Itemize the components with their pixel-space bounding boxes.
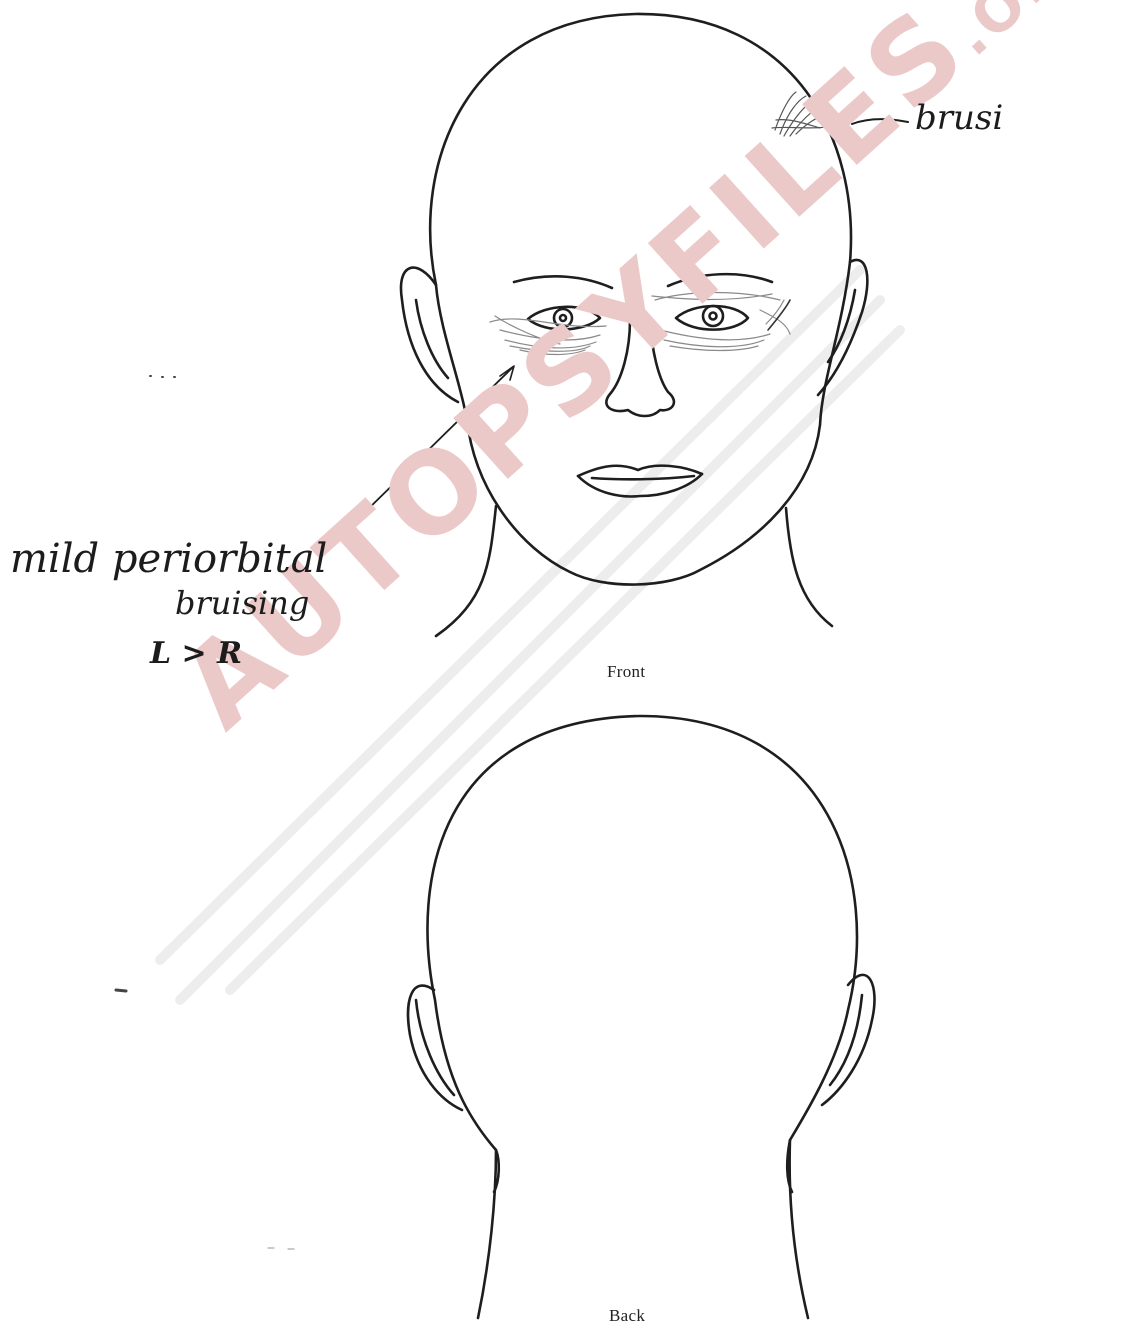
periorbital-note-line1: mild periorbital: [10, 536, 327, 582]
laterality-note: L > R: [150, 636, 242, 671]
front-caption: Front: [607, 662, 645, 682]
front-neck-left: [436, 506, 496, 636]
left-periorbital-bruise: [490, 316, 606, 355]
scalp-pointer-line: [852, 119, 908, 124]
front-nose: [606, 320, 674, 416]
scalp-bruise-scribble: [772, 92, 834, 136]
front-upper-lip: [578, 466, 702, 476]
front-left-ear: [401, 268, 458, 402]
front-face-outline: [430, 14, 851, 585]
front-left-eyebrow: [514, 276, 612, 288]
stray-marks: [116, 376, 294, 1249]
scalp-bruise-note: brusi: [915, 98, 1003, 138]
back-caption: Back: [609, 1306, 645, 1326]
periorbital-note-line2: bruising: [175, 584, 309, 622]
back-head: [408, 716, 874, 1318]
bruise-marks: [490, 92, 834, 355]
ghost-watermark-ornament: [160, 270, 900, 1000]
back-head-outline: [427, 716, 856, 1318]
front-right-eyebrow: [668, 274, 772, 286]
front-neck-right: [786, 508, 832, 626]
